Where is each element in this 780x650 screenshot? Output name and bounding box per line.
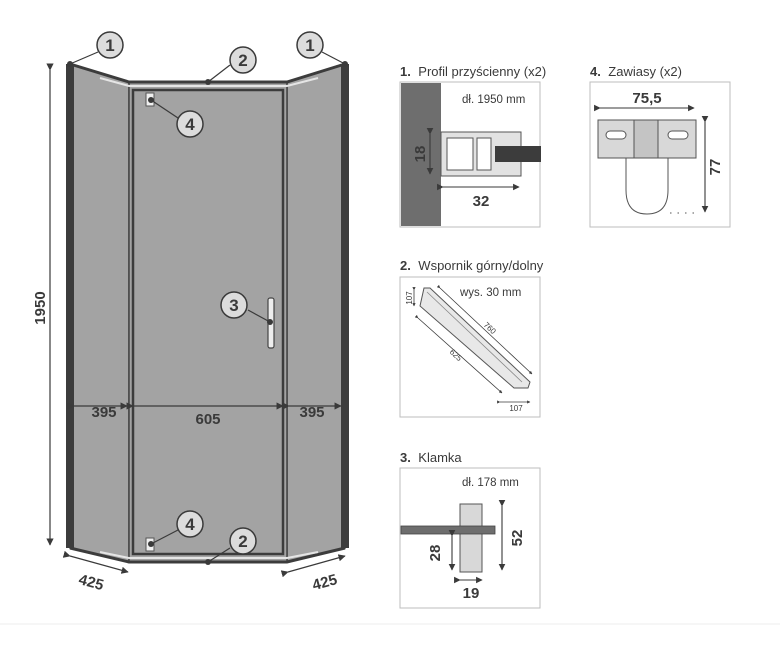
callout-1-left: 1 [96, 31, 124, 59]
main-shower-view: 1950 395 605 395 425 425 [32, 31, 349, 594]
detail-handle: 3. Klamka dł. 178 mm 52 28 19 [399, 449, 541, 609]
door-frame [131, 88, 285, 556]
left-side-width-dimension: 395 [91, 404, 116, 421]
right-side-width-dimension: 395 [299, 404, 324, 421]
left-wall-profile [66, 64, 74, 548]
profile-length-note: dł. 1950 mm [462, 94, 525, 106]
handle-title: 3. Klamka [400, 449, 462, 466]
handle-height-dimension: 52 [509, 530, 526, 547]
callout-1-right: 1 [296, 31, 324, 59]
svg-text:4: 4 [185, 115, 195, 134]
handle-glass-bar [400, 525, 496, 535]
bracket-top-short-dimension: 107 [405, 291, 414, 305]
wall-section [401, 83, 441, 226]
profile-height-dimension: 18 [412, 146, 429, 163]
callout-3-handle: 3 [220, 291, 248, 319]
hinge-height-dimension: 77 [707, 159, 724, 176]
bracket-title: 2. Wspornik górny/dolny [400, 257, 544, 274]
svg-text:3: 3 [229, 296, 238, 315]
right-wall-profile [341, 64, 349, 548]
callout-4-top: 4 [176, 110, 204, 138]
bracket-height-note: wys. 30 mm [459, 287, 521, 299]
hinge-width-dimension: 75,5 [632, 90, 661, 107]
callout-4-bottom: 4 [176, 510, 204, 538]
left-base-dimension: 425 [77, 571, 106, 594]
hinge-body [625, 157, 669, 215]
left-side-glass-panel [69, 62, 130, 563]
detail-bracket: 2. Wspornik górny/dolny wys. 30 mm 107 7… [399, 257, 544, 418]
right-side-glass-panel [286, 62, 346, 563]
handle-length-note: dł. 178 mm [462, 477, 519, 489]
door-glass-panel [128, 81, 288, 563]
svg-text:1: 1 [105, 36, 114, 55]
svg-text:1: 1 [305, 36, 314, 55]
hinges-title: 4. Zawiasy (x2) [590, 63, 682, 80]
svg-text:4: 4 [185, 515, 195, 534]
right-base-dimension: 425 [311, 571, 340, 594]
svg-text:2: 2 [238, 532, 247, 551]
callout-2-bottom: 2 [229, 527, 257, 555]
bracket-bottom-short-dimension: 107 [509, 404, 523, 413]
handle-width-dimension: 19 [463, 585, 480, 602]
profile-width-dimension: 32 [473, 193, 490, 210]
door-width-dimension: 605 [195, 411, 220, 428]
handle-inner-dimension: 28 [427, 545, 444, 562]
handle-body [459, 503, 483, 573]
detail-wall-profile: 1. Profil przyścienny (x2) dł. 1950 mm 1… [399, 63, 546, 228]
profile-title: 1. Profil przyścienny (x2) [400, 63, 546, 80]
detail-hinges: 4. Zawiasy (x2) 75,5 77 [589, 63, 731, 228]
height-dimension: 1950 [32, 291, 49, 324]
svg-text:2: 2 [238, 51, 247, 70]
callout-2-top: 2 [229, 46, 257, 74]
